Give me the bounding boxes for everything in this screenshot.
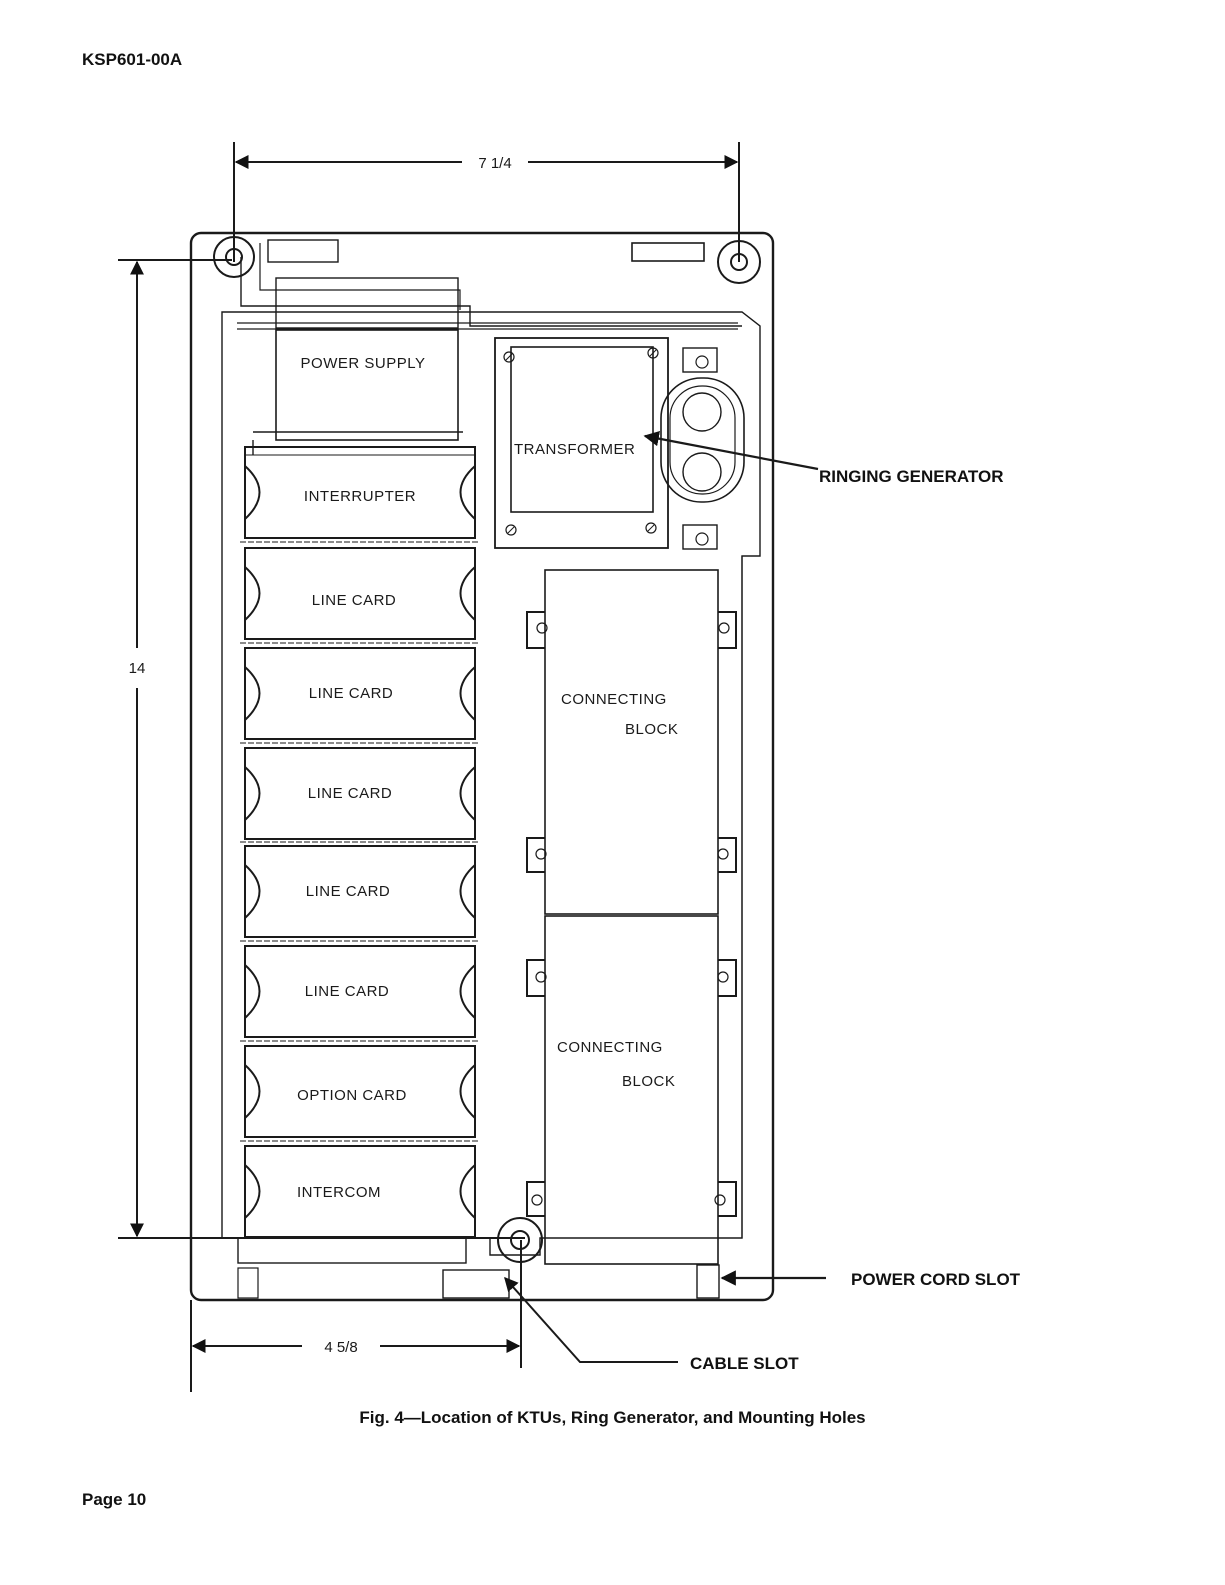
line-card-2-label: LINE CARD xyxy=(309,685,394,702)
transformer-label: TRANSFORMER xyxy=(514,441,635,458)
cable-slot-opening xyxy=(443,1270,509,1298)
power-cord-slot-callout: POWER CORD SLOT xyxy=(851,1270,1021,1289)
top-slot xyxy=(632,243,704,261)
option-card-label: OPTION CARD xyxy=(297,1087,407,1104)
connecting-block-2 xyxy=(527,916,736,1264)
line-card-4-label: LINE CARD xyxy=(306,883,391,900)
ringing-generator-callout: RINGING GENERATOR xyxy=(819,467,1004,486)
line-card-5-label: LINE CARD xyxy=(305,983,390,1000)
line-card-3-label: LINE CARD xyxy=(308,785,393,802)
height-label: 14 xyxy=(129,660,146,677)
figure-caption: Fig. 4—Location of KTUs, Ring Generator,… xyxy=(0,1408,1225,1428)
ringing-generator-leader xyxy=(645,436,818,469)
intercom-label: INTERCOM xyxy=(297,1184,381,1201)
power-cord-slot-opening xyxy=(697,1265,719,1298)
line-card-1-label: LINE CARD xyxy=(312,592,397,609)
page-number: Page 10 xyxy=(82,1490,146,1510)
bottom-width-label: 4 5/8 xyxy=(324,1339,357,1356)
connecting-block-1 xyxy=(527,570,736,914)
power-supply-module xyxy=(276,330,458,440)
connecting-block-2-line1: CONNECTING xyxy=(557,1039,663,1056)
interrupter-label: INTERRUPTER xyxy=(304,488,416,505)
connecting-block-1-line2: BLOCK xyxy=(625,721,678,738)
ringing-generator-module xyxy=(661,348,744,549)
cable-slot-leader xyxy=(505,1278,678,1362)
power-supply-label: POWER SUPPLY xyxy=(301,355,426,372)
cable-slot-callout: CABLE SLOT xyxy=(690,1354,799,1373)
cabinet-outline xyxy=(191,233,773,1300)
top-width-label: 7 1/4 xyxy=(478,155,511,172)
connecting-block-1-line1: CONNECTING xyxy=(561,691,667,708)
connecting-block-2-line2: BLOCK xyxy=(622,1073,675,1090)
